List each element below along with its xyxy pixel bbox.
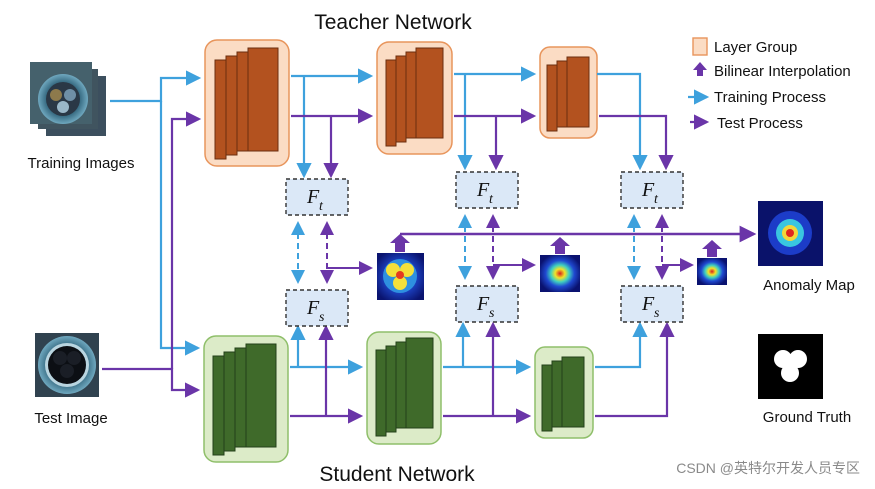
test-comparison-arrows: [320, 214, 669, 284]
training-comparison-arrows: [291, 214, 641, 284]
teacher-layer-group-2: [376, 41, 453, 155]
anomaly-map-label: Anomaly Map: [763, 277, 855, 294]
feature-student-1: F s: [285, 289, 349, 327]
training-images-label: Training Images: [28, 155, 135, 172]
svg-text:t: t: [489, 192, 494, 207]
feature-student-3: F s: [620, 285, 684, 323]
svg-text:s: s: [489, 306, 495, 321]
feature-student-2: F s: [455, 285, 519, 323]
svg-text:F: F: [476, 179, 490, 201]
student-layer-group-3: [534, 346, 594, 439]
teacher-network-title: Teacher Network: [314, 11, 472, 34]
legend: Layer Group Bilinear Interpolation Train…: [688, 37, 851, 132]
test-image-label: Test Image: [34, 410, 107, 427]
feature-teacher-2: F t: [455, 171, 519, 209]
svg-text:F: F: [306, 186, 320, 208]
svg-text:F: F: [641, 293, 655, 315]
feature-teacher-3: F t: [620, 171, 684, 209]
watermark: CSDN @英特尔开发人员专区: [676, 460, 860, 476]
legend-training-label: Training Process: [714, 89, 826, 106]
training-input-arrows: [110, 70, 202, 356]
svg-text:t: t: [319, 199, 324, 214]
anomaly-map-scale-1: [377, 253, 424, 300]
legend-bilinear-icon: [693, 62, 707, 76]
legend-test-label: Test Process: [717, 115, 803, 132]
teacher-training-forward-arrows: [291, 66, 648, 179]
svg-text:s: s: [654, 306, 660, 321]
legend-layer-group-label: Layer Group: [714, 39, 797, 56]
svg-text:s: s: [319, 310, 325, 325]
student-network-title: Student Network: [319, 463, 475, 486]
test-image: [35, 333, 99, 397]
training-images: [30, 62, 106, 136]
feature-teacher-1: F t: [285, 178, 349, 216]
student-test-forward-arrows: [290, 321, 675, 424]
final-anomaly-map: [758, 201, 823, 266]
anomaly-map-scale-3: [697, 258, 727, 285]
teacher-layer-group-1: [204, 39, 290, 167]
anomaly-map-scale-2: [540, 255, 580, 292]
test-input-arrows: [102, 111, 202, 398]
legend-bilinear-label: Bilinear Interpolation: [714, 63, 851, 80]
svg-text:F: F: [641, 179, 655, 201]
bilinear-upsample-arrows: [390, 234, 722, 257]
student-layer-group-1: [203, 335, 289, 463]
legend-layer-group-swatch: [692, 37, 708, 56]
student-layer-group-2: [366, 331, 442, 445]
comparison-to-map-arrows: [327, 258, 694, 275]
svg-text:t: t: [654, 192, 659, 207]
teacher-layer-group-3: [539, 46, 598, 139]
svg-text:F: F: [306, 297, 320, 319]
svg-text:F: F: [476, 293, 490, 315]
ground-truth-mask: [758, 334, 823, 399]
ground-truth-label: Ground Truth: [763, 409, 851, 426]
teacher-test-forward-arrows: [291, 108, 674, 179]
